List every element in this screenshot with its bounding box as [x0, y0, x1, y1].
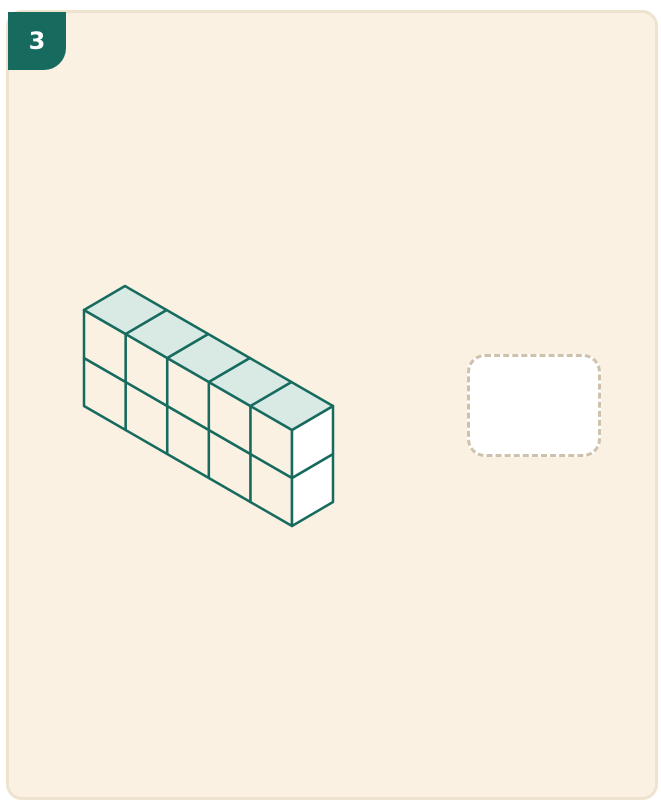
- answer-input-box[interactable]: [467, 354, 601, 457]
